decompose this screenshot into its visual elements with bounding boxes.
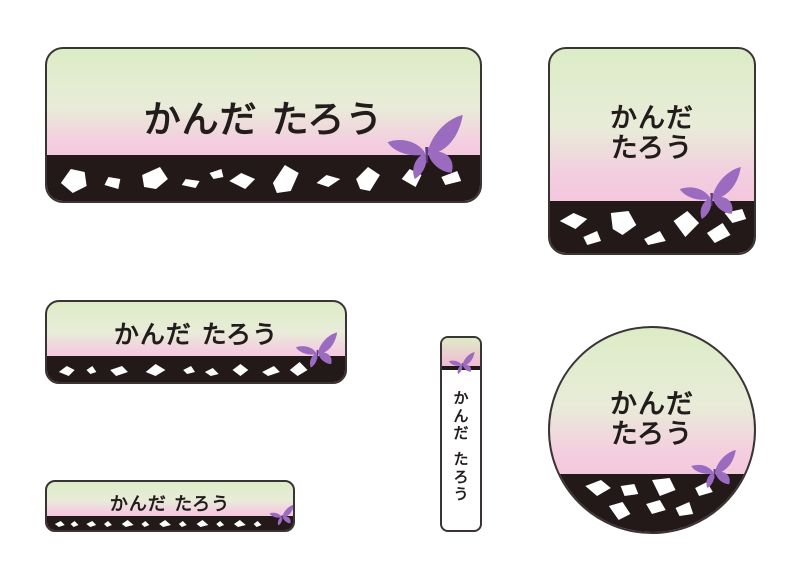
butterfly-icon xyxy=(448,352,476,374)
small-name-label: かんだ たろう xyxy=(45,480,295,532)
vertical-char: だ xyxy=(453,424,469,443)
vertical-char: か xyxy=(453,389,469,407)
small-label-name: かんだ たろう xyxy=(109,494,231,515)
rock-band xyxy=(550,474,754,532)
large-name-label: かんだ たろう xyxy=(45,47,482,203)
large-label-name: かんだ たろう xyxy=(143,98,384,141)
rock-band xyxy=(47,356,345,382)
rock-band xyxy=(550,201,754,253)
butterfly-icon xyxy=(295,332,339,368)
rock-band xyxy=(47,516,293,530)
rock-band xyxy=(47,155,480,201)
square-name-label: かんだ たろう xyxy=(548,47,756,255)
medium-name-label: かんだ たろう xyxy=(45,300,347,384)
rock-pattern xyxy=(559,209,747,245)
vertical-char: た xyxy=(453,450,469,469)
butterfly-icon xyxy=(678,167,744,219)
butterfly-icon xyxy=(690,450,738,488)
rock-pattern xyxy=(585,478,713,520)
square-name-line2: たろう xyxy=(610,133,694,165)
vertical-name-label: か ん だ た ろ う xyxy=(440,336,482,532)
circle-name-line2: たろう xyxy=(610,419,694,451)
butterfly-icon xyxy=(269,504,293,526)
square-label-name: かんだ たろう xyxy=(550,103,754,165)
vertical-char: う xyxy=(453,485,469,504)
circle-name-line1: かんだ xyxy=(610,389,694,420)
rock-pattern xyxy=(60,165,462,193)
vertical-label-name: か ん だ た ろ う xyxy=(442,389,480,504)
vertical-char: ん xyxy=(453,406,469,425)
rock-pattern xyxy=(54,520,262,527)
square-name-line1: かんだ xyxy=(610,103,694,134)
vertical-char: ろ xyxy=(453,467,469,486)
rock-pattern xyxy=(58,362,308,376)
medium-label-name: かんだ たろう xyxy=(113,320,279,349)
circle-name-label: かんだ たろう xyxy=(548,326,756,534)
butterfly-icon xyxy=(385,115,467,179)
circle-label-name: かんだ たろう xyxy=(550,389,754,451)
